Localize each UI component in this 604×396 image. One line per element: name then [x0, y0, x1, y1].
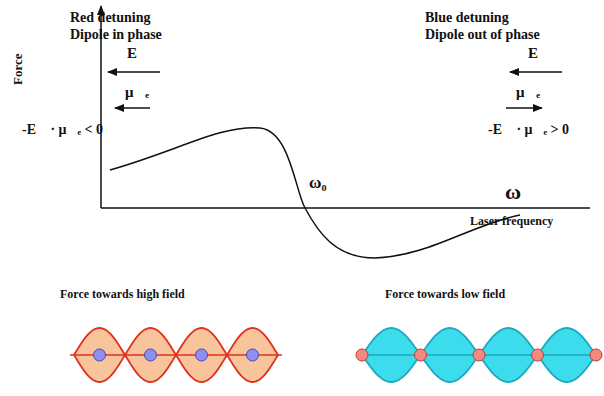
field-arrow — [510, 71, 562, 72]
energy-expression: -E⃗ · μ⃗ₑ < 0 — [22, 122, 103, 137]
atom — [473, 349, 485, 361]
frequency-axis — [101, 207, 590, 209]
atom — [247, 349, 259, 361]
vector-symbol: μ⃗ₑ — [516, 84, 540, 101]
atom — [196, 349, 208, 361]
dipole-arrow — [115, 107, 150, 108]
resonance-label: ω₀ — [309, 174, 327, 193]
caption-label: Force towards low field — [385, 288, 505, 301]
axis-label: Laser frequency — [470, 215, 553, 228]
atom — [532, 349, 544, 361]
atom — [356, 349, 368, 361]
heading: Red detuning — [70, 10, 151, 25]
vector-symbol: μ⃗ₑ — [125, 84, 149, 101]
vector-symbol: E⃗ — [528, 45, 550, 62]
heading: Dipole in phase — [70, 27, 162, 42]
dipole-arrow — [506, 107, 542, 108]
field-arrow — [108, 71, 160, 72]
vector-symbol: E⃗ — [127, 45, 149, 62]
standing-waves — [70, 328, 602, 382]
atom — [415, 349, 427, 361]
axis-label: ω — [505, 180, 521, 204]
atom — [590, 349, 602, 361]
caption-label: Force towards high field — [60, 288, 185, 301]
heading: Dipole out of phase — [425, 27, 540, 42]
energy-expression: -E⃗ · μ⃗ₑ > 0 — [488, 122, 569, 137]
atom — [145, 349, 157, 361]
atom — [94, 349, 106, 361]
heading: Blue detuning — [425, 10, 509, 25]
force-curve — [110, 128, 520, 258]
axis-label: Force — [11, 53, 25, 85]
